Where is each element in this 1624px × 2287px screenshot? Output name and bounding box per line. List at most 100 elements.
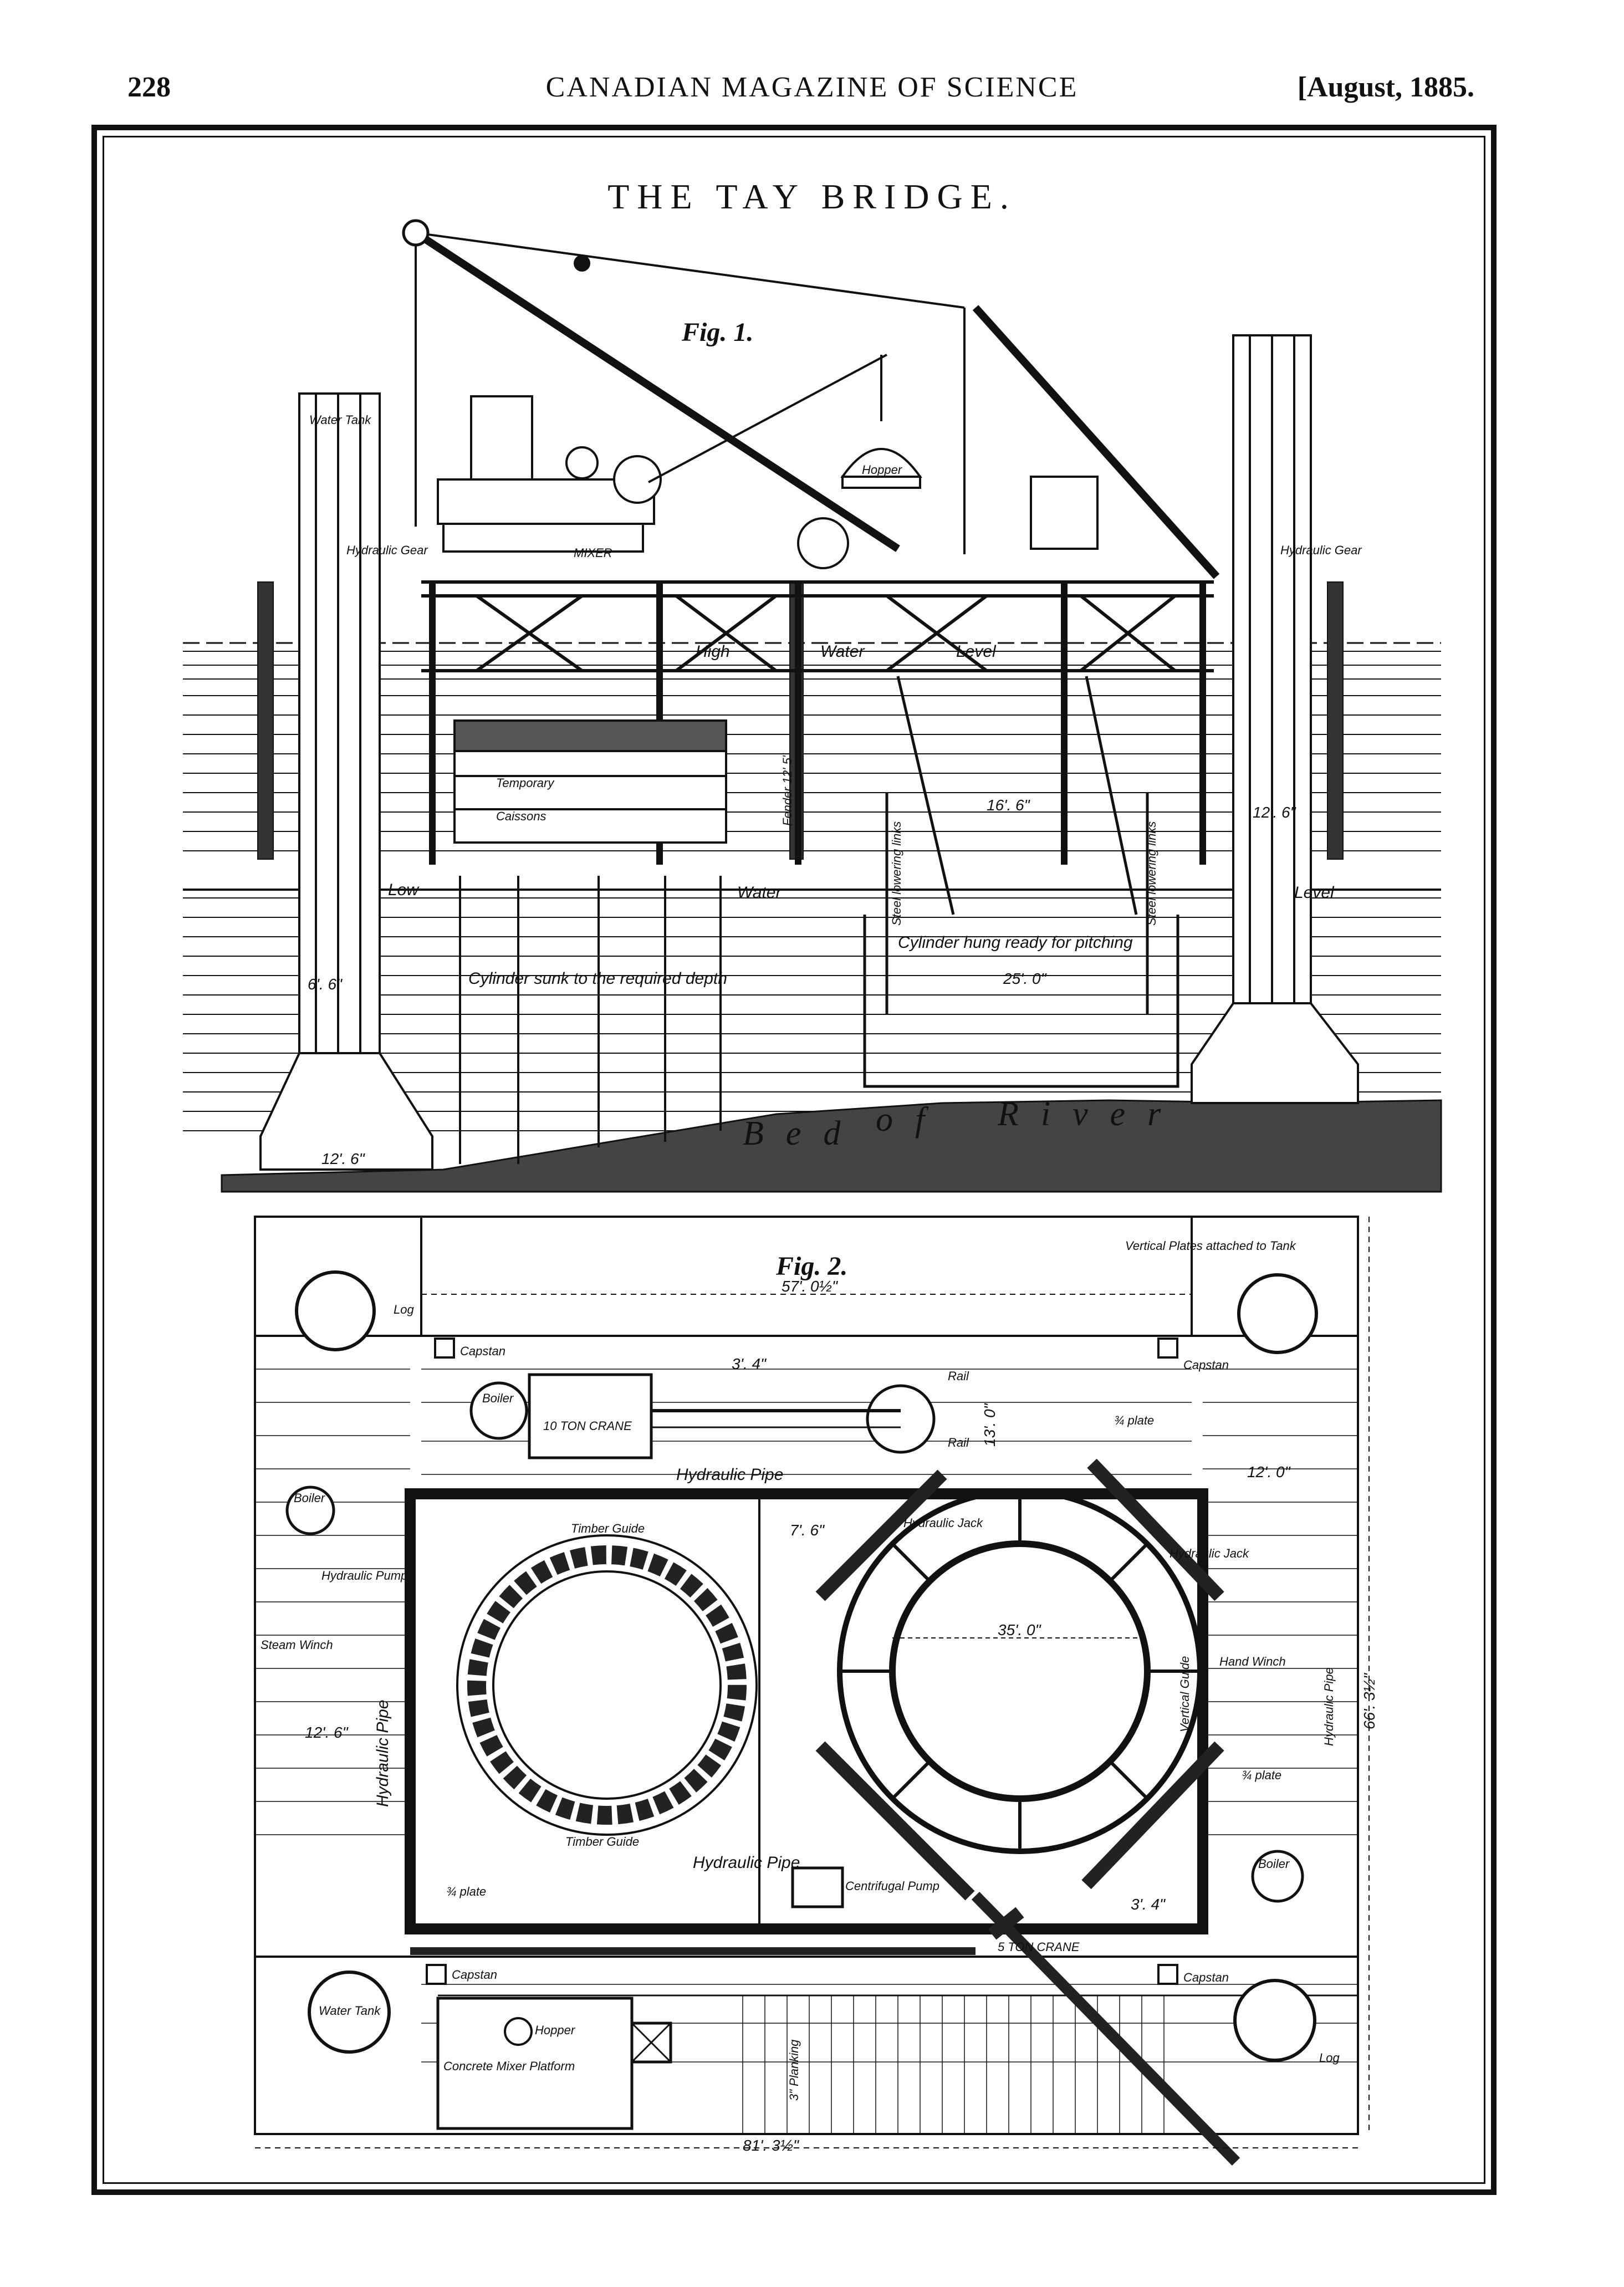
crane-jib-plan [971,1892,1240,2166]
high-label: High [696,642,730,661]
ten-ton-crane [528,1373,653,1459]
dim-3-4-label: 3'. 4" [732,1355,767,1372]
dim-81-label: 81'. 3½" [743,2137,799,2154]
right-cylinder-inner [889,1540,1151,1802]
timber-guide-bottom-label: Timber Guide [565,1835,639,1849]
left-cylinder-inner [492,1570,722,1800]
vertical-guide-label: Vertical Guide [1178,1656,1192,1732]
right-pier-tower [1191,334,1359,1104]
low-label: Low [388,881,420,899]
dim-3-4b-label: 3'. 4" [1131,1896,1166,1913]
temporary-label: Temporary [496,776,555,790]
plate-2-label: ¾ plate [1242,1768,1281,1782]
dim-25-0: 25'. 0" [1003,970,1047,987]
crane-5-label: 5 TON CRANE [998,1940,1080,1954]
caissons-label: Caissons [496,809,546,823]
fig2-plan [254,1216,1370,2166]
capstans [426,1338,1178,1985]
left-cylinder-outer [456,1534,758,1836]
running-title: CANADIAN MAGAZINE OF SCIENCE [545,72,1079,103]
page-number: 228 [127,72,171,103]
water-tank-label: Water Tank [309,413,371,427]
sunk-cylinder [459,876,722,1164]
plate-outer-border [91,125,1497,2195]
fig2-caption: Fig. 2. [775,1252,847,1281]
centrifugal-pump-label: Centrifugal Pump [845,1879,939,1893]
hydraulic-pipe-top-label: Hydraulic Pipe [676,1466,783,1484]
steel-links-1-label: Steel lowering links [890,821,903,926]
of-label: of [876,1101,947,1139]
crane-jib [413,229,1220,579]
centrifugal-pump [791,1866,844,1908]
hydraulic-gear-left-label: Hydraulic Gear [346,543,428,557]
hydraulic-pump-label: Hydraulic Pump [321,1569,407,1582]
staging-outline [254,1216,1359,2135]
dim-7-6-label: 7'. 6" [790,1522,825,1539]
capstan-4-label: Capstan [1183,1971,1229,1984]
capstan-2-label: Capstan [1183,1358,1229,1372]
hopper-label-fig2: Hopper [535,2023,576,2037]
planking-lines [255,1369,1358,2063]
dim-12-0-label: 12'. 0" [1247,1463,1291,1481]
left-pier-tower [259,392,433,1171]
planking-label: 3" Planking [787,2039,801,2101]
water-label: Water [820,642,865,661]
log-bottom-label: Log [1319,2051,1340,2065]
hopper-label: Hopper [862,463,903,477]
staging-truss [421,580,1214,672]
temporary-caissons [453,719,727,844]
fender-label: Fender 12' 5" [780,753,794,826]
left-cylinder-ring [467,1545,747,1825]
hydraulic-pipe-bottom-label: Hydraulic Pipe [693,1854,800,1872]
bed-label: Bed [743,1115,862,1152]
drum-wheel [866,1384,936,1454]
vertical-plates-label: Vertical Plates attached to Tank [1125,1239,1296,1253]
cylinder-sunk-label: Cylinder sunk to the required depth [468,969,727,988]
crane-pulley [402,219,430,247]
steam-winch-label: Steam Winch [261,1638,333,1652]
hydraulic-pipe-right-label: Hydraulic Pipe [1322,1667,1336,1746]
plate-title: THE TAY BRIDGE. [607,177,1017,216]
level-label: Level [956,642,997,661]
crane-pulley-2 [574,255,590,272]
timber-guide-top-label: Timber Guide [571,1522,645,1535]
fig1-elevation [183,219,1442,1193]
plate-3-label: ¾ plate [446,1885,486,1898]
boiler-1-label: Boiler [482,1391,514,1405]
mixer-hopper [504,2017,533,2046]
steel-links-2-label: Steel lowering links [1145,821,1158,926]
plate-1-label: ¾ plate [1114,1413,1154,1427]
dim-12-6-label-fig2: 12'. 6" [305,1724,349,1741]
diagonal-guides [815,1458,1224,1940]
crane-10-label: 10 TON CRANE [543,1419,632,1433]
dim-57-label: 57'. 0½" [782,1278,838,1295]
log-top-label: Log [394,1303,414,1316]
concrete-mixer-platform [436,1997,634,2130]
water-tank-label-fig2: Water Tank [319,2004,381,2018]
hydraulic-pipe-left-label: Hydraulic Pipe [374,1700,392,1807]
water2-label: Water [737,884,782,902]
mixer-label: MIXER [574,546,612,560]
river-label: River [997,1095,1183,1133]
high-water-hatching [183,651,1441,851]
dim-66-label: 66'. 3½" [1361,1673,1378,1729]
main-pit [405,1488,1208,1934]
dim-12-6-right: 12'. 6" [1253,804,1296,821]
hung-cylinder [863,676,1179,1088]
dim-13-0-label: 13'. 0" [981,1403,998,1447]
cylinder-hung-label: Cylinder hung ready for pitching [898,933,1133,952]
boiler-3-label: Boiler [1258,1857,1290,1871]
crane-ties [415,232,966,554]
boiler-2-label: Boiler [294,1491,326,1505]
rail-1-label: Rail [948,1369,969,1383]
concrete-mixer-label: Concrete Mixer Platform [443,2059,575,2073]
capstan-3-label: Capstan [452,1968,497,1982]
dim-16-6: 16'. 6" [987,797,1030,814]
corner-tanks [295,1270,1318,2062]
level2-label: Level [1294,884,1335,902]
river-bed [221,1099,1442,1193]
hydraulic-gear-right-label: Hydraulic Gear [1280,543,1362,557]
issue-date: [August, 1885. [1297,72,1474,103]
deck-machinery [437,395,1099,569]
